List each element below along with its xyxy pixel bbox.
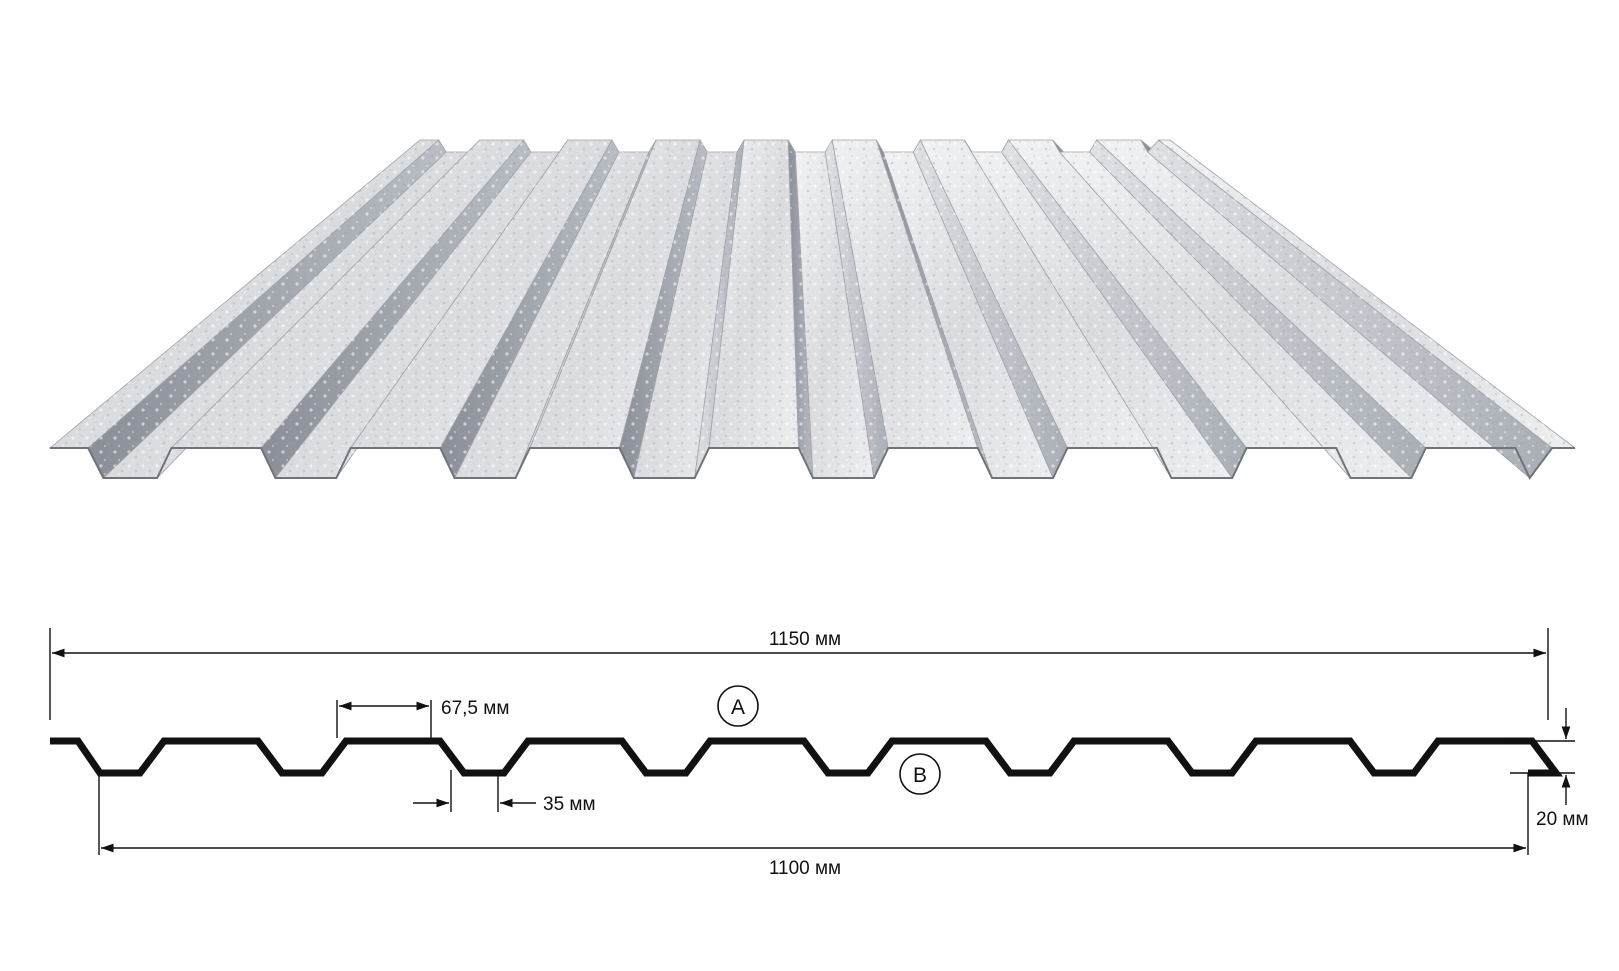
profile-outline <box>50 737 1563 777</box>
rib-top-label: 67,5 мм <box>441 698 509 719</box>
sheet-facet-texture <box>1147 140 1553 478</box>
sheet-front-edge <box>50 447 1575 480</box>
sheet-facet-texture <box>88 140 447 478</box>
sheet-facet-texture <box>454 152 649 478</box>
sheet-facet-texture <box>876 140 993 478</box>
sheet-facet-texture <box>103 152 473 478</box>
sheet-facet-texture <box>171 140 524 448</box>
useful-width-label: 1100 мм <box>769 858 841 879</box>
sheet-facet-texture <box>1158 140 1575 448</box>
height-label: 20 мм <box>1536 809 1589 830</box>
overall-width-label: 1150 мм <box>769 629 841 650</box>
marker-a: A <box>717 685 759 727</box>
dimension-lines <box>49 628 1575 855</box>
sheet-facet-texture <box>709 140 799 448</box>
rib-bottom-label: 35 мм <box>543 794 596 815</box>
sheet-facet-texture <box>795 152 874 478</box>
sheet-facet-texture <box>825 140 889 478</box>
marker-b: B <box>899 753 941 795</box>
sheet-facet-texture <box>261 140 531 478</box>
sheet-facet-texture <box>694 140 745 478</box>
sheet-facet-texture <box>883 152 1054 478</box>
sheet-facet-texture <box>788 140 813 478</box>
sheet-facet-texture <box>275 152 561 478</box>
marker-b-label: B <box>913 764 927 787</box>
sheet-facet-texture <box>832 140 978 448</box>
sheet-facet-texture <box>529 140 701 448</box>
profile-cross-section <box>50 737 1563 777</box>
profiled-sheet-illustration <box>48 138 1577 480</box>
sheet-facet-texture <box>1008 140 1337 448</box>
sheet-facet-texture <box>633 152 738 478</box>
sheet-facet-texture <box>971 152 1233 478</box>
sheet-facet-texture <box>440 140 619 478</box>
sheet-facet-texture <box>913 140 1068 478</box>
sheet-facet-texture <box>1089 140 1426 478</box>
sheet-facet-texture <box>350 140 612 448</box>
sheet-facet-texture <box>1059 152 1412 478</box>
marker-a-label: A <box>731 696 745 719</box>
sheet-facet-texture <box>1001 140 1247 478</box>
sheet-facet-texture <box>619 140 708 478</box>
sheet-facet-texture <box>50 140 439 448</box>
sheet-facet-texture <box>920 140 1157 448</box>
sheet-facet-texture <box>515 140 656 478</box>
